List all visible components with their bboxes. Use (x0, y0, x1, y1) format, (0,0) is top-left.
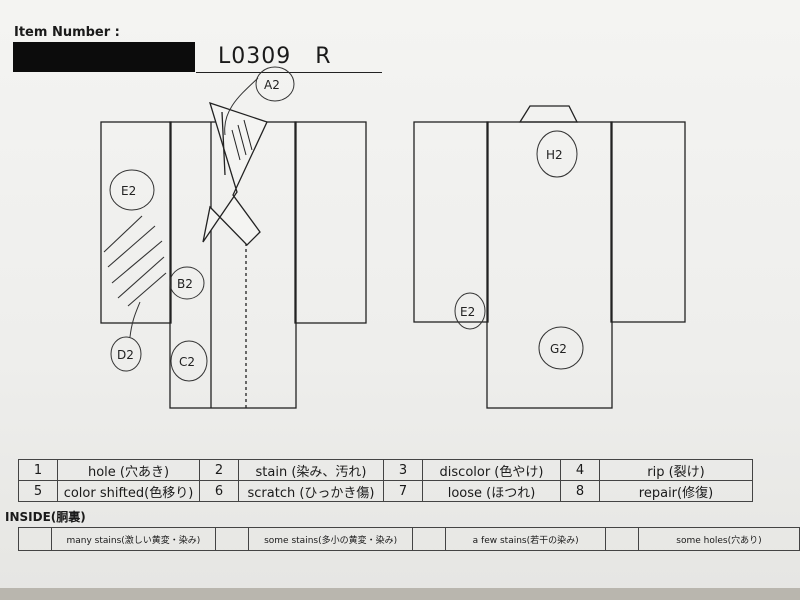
defect-label: scratch (ひっかき傷) (238, 480, 384, 502)
collar-hatch-1 (231, 129, 241, 161)
defect-label: hole (穴あき) (57, 459, 200, 481)
item-code: L0309 R (218, 44, 332, 69)
hatch-line (111, 240, 163, 284)
desk-edge (0, 588, 800, 600)
inside-checkbox-some-holes[interactable] (605, 527, 639, 551)
inside-section-title: INSIDE(胴裏) (5, 510, 86, 524)
defect-number: 2 (199, 459, 239, 481)
defect-label: rip (裂け) (599, 459, 753, 481)
marker-d-circle (110, 336, 142, 372)
kimono-front (100, 101, 367, 409)
marker-b-label: B2 (177, 277, 193, 291)
inside-option-label: some holes(穴あり) (637, 527, 800, 551)
defect-number: 6 (199, 480, 239, 502)
defect-number: 1 (18, 459, 58, 481)
hatch-line (127, 272, 167, 307)
marker-e-front-circle (109, 169, 155, 211)
redacted-item-number (13, 42, 195, 72)
defect-number: 4 (560, 459, 600, 481)
marker-c-circle (170, 340, 208, 382)
inside-checkbox-many-stains[interactable] (18, 527, 52, 551)
inside-condition-row: many stains(激しい黄変・染み) some stains(多小の黄変・… (18, 527, 800, 551)
front-collar (202, 101, 268, 246)
hatch-line (117, 256, 165, 299)
defect-label: stain (染み、汚れ) (238, 459, 384, 481)
inside-checkbox-few-stains[interactable] (412, 527, 446, 551)
marker-g-circle (538, 326, 584, 370)
marker-e-front-label: E2 (121, 184, 136, 198)
collar-hatch-3 (243, 119, 253, 151)
front-right-sleeve (294, 121, 367, 324)
inside-option-label: a few stains(若干の染み) (444, 527, 607, 551)
marker-c-label: C2 (179, 355, 195, 369)
defect-number: 7 (383, 480, 423, 502)
defect-label: repair(修復) (599, 480, 753, 502)
marker-g-label: G2 (550, 342, 567, 356)
item-number-label: Item Number : (14, 25, 120, 40)
front-left-sleeve (100, 121, 172, 324)
item-code-number: L0309 (218, 44, 292, 69)
marker-a-circle (255, 66, 295, 102)
marker-a-label: A2 (264, 78, 280, 92)
marker-labels: A2 E2 B2 C2 D2 H2 E2 G2 (117, 78, 567, 369)
defect-label: loose (ほつれ) (422, 480, 561, 502)
collar-hatch-2 (237, 124, 247, 156)
inside-checkbox-some-stains[interactable] (215, 527, 249, 551)
marker-d-label: D2 (117, 348, 134, 362)
defect-markers (109, 66, 584, 382)
marker-h-label: H2 (546, 148, 563, 162)
inside-condition-table: many stains(激しい黄変・染み) some stains(多小の黄変・… (18, 527, 800, 551)
marker-d-pointer (129, 301, 141, 338)
kimono-back (413, 105, 686, 409)
back-right-sleeve (610, 121, 686, 323)
marker-e-back-circle (454, 292, 486, 330)
inside-option-label: many stains(激しい黄変・染み) (50, 527, 217, 551)
marker-e-back-label: E2 (460, 305, 475, 319)
defect-number: 5 (18, 480, 58, 502)
marker-b-circle (169, 266, 205, 300)
defect-label: discolor (色やけ) (422, 459, 561, 481)
defect-label: color shifted(色移り) (57, 480, 200, 502)
hatch-line (103, 215, 143, 253)
defect-legend-row: 5 color shifted(色移り) 6 scratch (ひっかき傷) 7… (18, 480, 753, 502)
defect-number: 3 (383, 459, 423, 481)
inside-option-label: some stains(多小の黄変・染み) (247, 527, 414, 551)
back-body (486, 121, 613, 409)
item-code-suffix: R (315, 44, 332, 69)
kimono-diagram: A2 E2 B2 C2 D2 H2 E2 G2 (100, 66, 686, 409)
hatch-line (107, 225, 156, 268)
marker-a-pointer (224, 77, 259, 136)
back-collar (518, 105, 579, 123)
collar-line (221, 111, 226, 176)
defect-legend-table: 1 hole (穴あき) 2 stain (染み、汚れ) 3 discolor … (18, 459, 753, 502)
back-left-sleeve (413, 121, 489, 323)
defect-legend-row: 1 hole (穴あき) 2 stain (染み、汚れ) 3 discolor … (18, 459, 753, 481)
defect-number: 8 (560, 480, 600, 502)
front-stain-hatching (103, 215, 167, 307)
marker-h-circle (536, 130, 578, 178)
